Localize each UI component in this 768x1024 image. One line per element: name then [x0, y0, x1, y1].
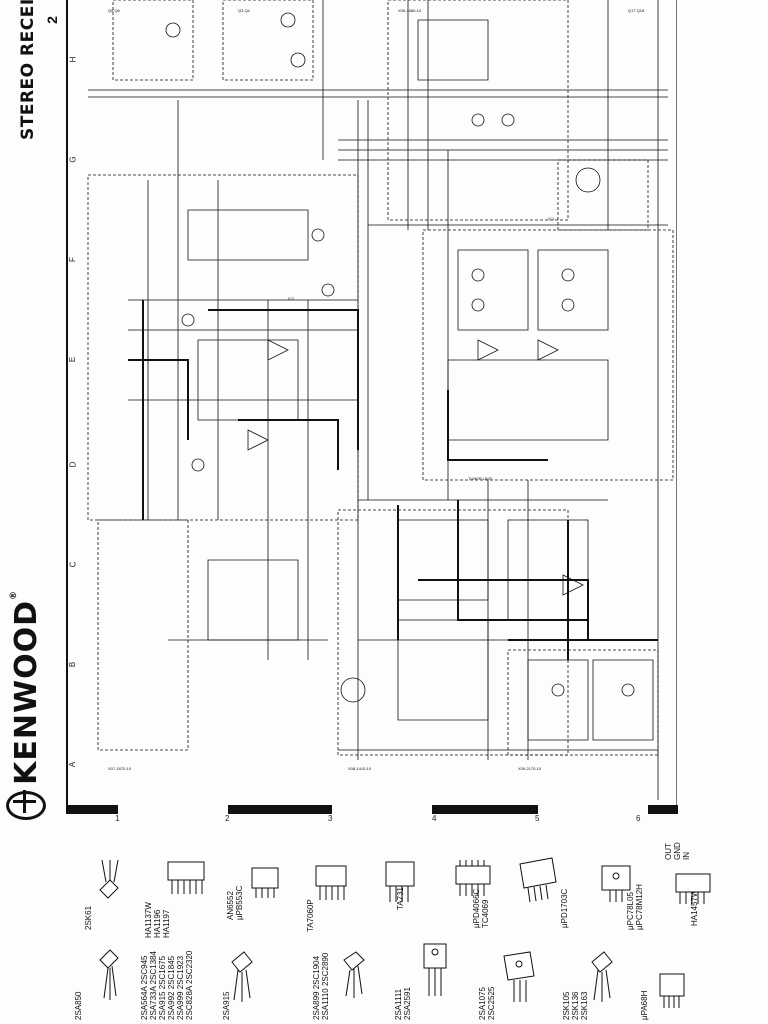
component-label: 2SK105 2SK136 2SK163: [562, 991, 589, 1020]
svg-text:Q3 Q4: Q3 Q4: [238, 8, 251, 13]
frame-margin-line: [676, 0, 681, 812]
regulator-package-icon: [601, 865, 631, 902]
transistor-package-icon: [343, 951, 365, 998]
svg-text:X08-1410-10: X08-1410-10: [348, 766, 372, 771]
svg-text:X05-1880-10: X05-1880-10: [398, 8, 422, 13]
circuit-schematic-drawing: Q5 Q6 Q3 Q4 X05-1880-10 Q17 Q18 X07-1870…: [87, 0, 674, 800]
ic-package-icon: [519, 857, 557, 903]
column-label: 5: [535, 814, 540, 823]
power-transistor-icon: [503, 951, 535, 1002]
component-label: 2SA1075 2SC2525: [478, 986, 496, 1020]
ic-package-icon: [385, 861, 415, 902]
column-label: 1: [115, 814, 120, 823]
component-label: 2SA1111 2SA2591: [394, 987, 412, 1020]
component-label: 2SA564A 2SC945 2SA733A 2SC1384 2SA915 2S…: [140, 950, 194, 1020]
svg-text:X07-1870-10: X07-1870-10: [108, 766, 132, 771]
component-label: 2SA899 2SC1904 2SA1110 2SC2890: [312, 952, 330, 1020]
component-label: μPD1703C: [560, 888, 569, 928]
semiconductor-legend: 2SA850 2SK61 2SA564A 2SC945 2SA733A 2SC1…: [60, 820, 760, 1024]
column-label: 3: [328, 814, 333, 823]
svg-text:Q5 Q6: Q5 Q6: [108, 8, 121, 13]
column-label: 4: [432, 814, 437, 823]
hybrid-module-icon: [659, 973, 685, 1008]
svg-text:TUNER UNIT: TUNER UNIT: [468, 476, 493, 481]
ic-package-icon: [455, 860, 491, 896]
ic-package-icon: [251, 867, 279, 898]
transistor-package-icon: [99, 949, 119, 1000]
component-label: 2SK61: [84, 905, 93, 930]
document-title: STEREO RECEIVER: [18, 0, 38, 140]
svg-text:IC1: IC1: [548, 216, 555, 221]
svg-text:X09-2170-10: X09-2170-10: [518, 766, 542, 771]
kenwood-logo-icon: [6, 790, 46, 820]
transistor-package-icon: [591, 951, 613, 1002]
brand-name: KENWOOD®: [8, 590, 44, 785]
power-transistor-icon: [423, 943, 447, 996]
brand-header: KENWOOD®: [4, 590, 48, 820]
ic-package-icon: [167, 861, 205, 894]
svg-text:Q17 Q18: Q17 Q18: [628, 8, 645, 13]
ic-package-icon: [315, 865, 347, 900]
component-label: 2SA850: [74, 991, 83, 1020]
column-scale-bar: [66, 805, 678, 814]
ic-package-icon: [675, 873, 711, 904]
pin-labels: OUT GND IN: [664, 842, 691, 860]
component-label: HA1137W HA1196 HA1197: [144, 902, 171, 938]
circuit-schematic: Q5 Q6 Q3 Q4 X05-1880-10 Q17 Q18 X07-1870…: [68, 0, 676, 805]
component-label: μPA68H: [640, 990, 649, 1020]
svg-text:IC2: IC2: [288, 296, 295, 301]
component-label: TA7060P: [306, 899, 315, 932]
transistor-package-icon: [231, 951, 253, 1002]
column-label: 6: [636, 814, 641, 823]
component-label: AN6552 μPB553C: [226, 885, 244, 920]
transistor-package-icon: [99, 860, 119, 899]
column-label: 2: [225, 814, 230, 823]
